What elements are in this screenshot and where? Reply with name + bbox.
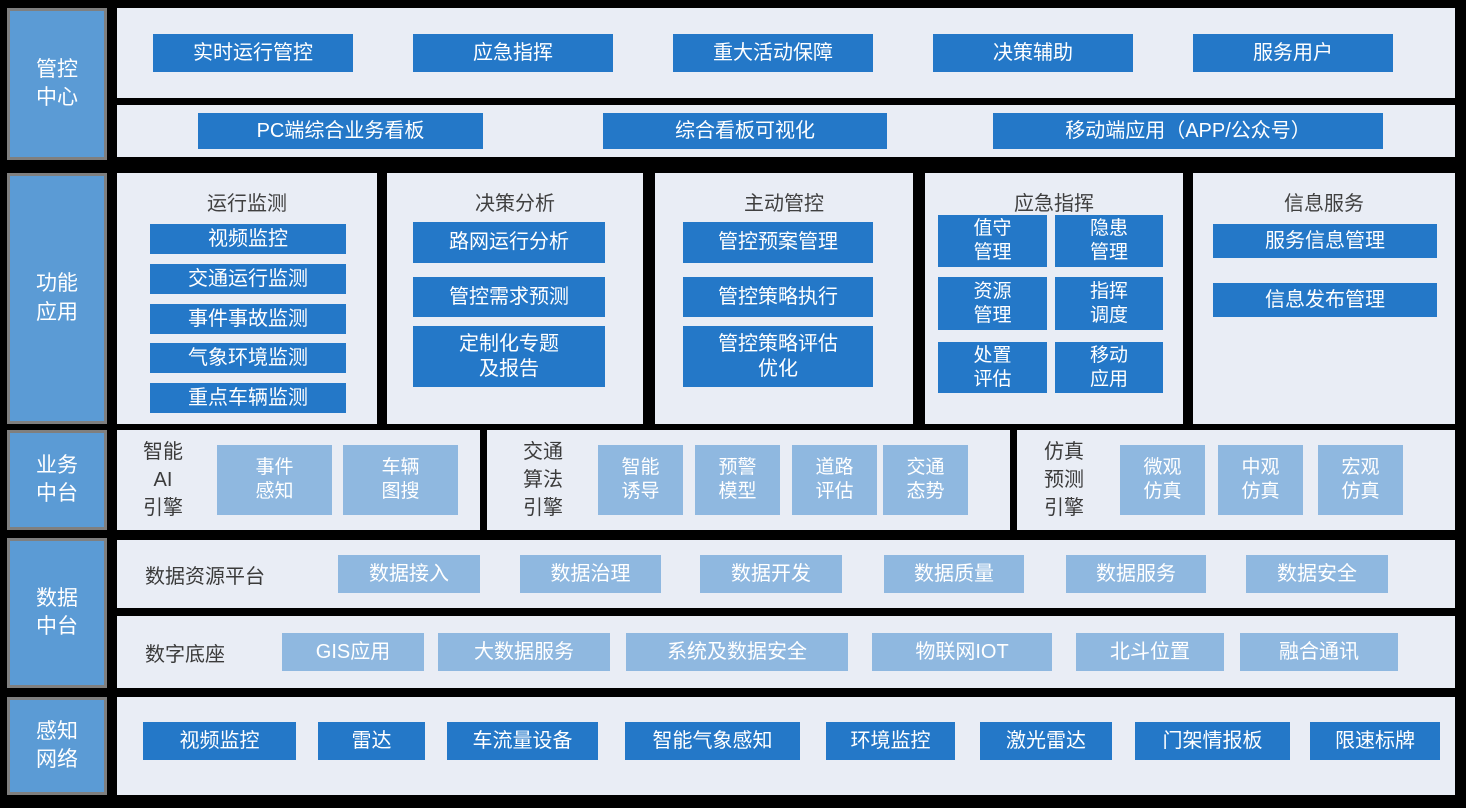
block-pc-dashboard: PC端综合业务看板: [198, 113, 483, 149]
block-dashboard-visualization: 综合看板可视化: [603, 113, 887, 149]
block-gis-app: GIS应用: [282, 633, 424, 671]
block-road-evaluation: 道路 评估: [792, 445, 877, 515]
block-realtime-operation-control: 实时运行管控: [153, 34, 353, 72]
column-title-emergency-command: 应急指挥: [1014, 193, 1094, 215]
block-event-perception: 事件 感知: [217, 445, 332, 515]
column-title-info-service: 信息服务: [1284, 193, 1364, 215]
block-video-surveillance-device: 视频监控: [143, 722, 296, 760]
side-label-function-app: 功能 应用: [7, 173, 107, 424]
block-hazard-mgmt: 隐患 管理: [1055, 215, 1163, 267]
block-road-network-analysis: 路网运行分析: [413, 222, 605, 263]
block-mobile-application: 移动 应用: [1055, 342, 1163, 393]
block-lidar: 激光雷达: [980, 722, 1112, 760]
block-converged-comm: 融合通讯: [1240, 633, 1398, 671]
block-command-dispatch: 指挥 调度: [1055, 277, 1163, 330]
side-label-control-center: 管控 中心: [7, 8, 107, 160]
block-iot: 物联网IOT: [872, 633, 1052, 671]
block-custom-reports: 定制化专题 及报告: [413, 326, 605, 387]
panel-simulation-engine: 仿真 预测 引擎 微观 仿真 中观 仿真 宏观 仿真: [1017, 430, 1455, 530]
block-meso-simulation: 中观 仿真: [1218, 445, 1303, 515]
block-bigdata-service: 大数据服务: [438, 633, 610, 671]
block-incident-monitoring: 事件事故监测: [150, 304, 346, 334]
block-data-quality: 数据质量: [884, 555, 1024, 593]
column-title-active-control: 主动管控: [744, 193, 824, 215]
label-ai-engine: 智能 AI 引擎: [143, 441, 183, 519]
panel-emergency-command: 应急指挥 值守 管理 隐患 管理 资源 管理 指挥 调度 处置 评估 移动 应用: [925, 173, 1183, 424]
block-resource-mgmt: 资源 管理: [938, 277, 1047, 330]
block-data-development: 数据开发: [700, 555, 842, 593]
block-video-surveillance: 视频监控: [150, 224, 346, 254]
block-key-vehicle-monitoring: 重点车辆监测: [150, 383, 346, 413]
panel-perception-network: 视频监控 雷达 车流量设备 智能气象感知 环境监控 激光雷达 门架情报板 限速标…: [117, 697, 1455, 795]
label-digital-base: 数字底座: [145, 643, 225, 666]
panel-info-service: 信息服务 服务信息管理 信息发布管理: [1193, 173, 1455, 424]
panel-control-center-top: 实时运行管控 应急指挥 重大活动保障 决策辅助 服务用户: [117, 8, 1455, 98]
label-traffic-algorithm-engine: 交通 算法 引擎: [523, 441, 563, 519]
block-traffic-operation-monitoring: 交通运行监测: [150, 264, 346, 294]
block-vehicle-image-search: 车辆 图搜: [343, 445, 458, 515]
block-speed-limit-sign: 限速标牌: [1310, 722, 1440, 760]
block-decision-assist: 决策辅助: [933, 34, 1133, 72]
block-info-publish-mgmt: 信息发布管理: [1213, 283, 1437, 317]
panel-control-center-boards: PC端综合业务看板 综合看板可视化 移动端应用（APP/公众号）: [117, 105, 1455, 157]
block-emergency-command-app: 应急指挥: [413, 34, 613, 72]
block-weather-env-monitoring: 气象环境监测: [150, 343, 346, 373]
block-macro-simulation: 宏观 仿真: [1318, 445, 1403, 515]
side-label-business-platform: 业务 中台: [7, 430, 107, 530]
block-control-demand-forecast: 管控需求预测: [413, 277, 605, 317]
block-data-governance: 数据治理: [520, 555, 661, 593]
side-label-perception-network: 感知 网络: [7, 697, 107, 795]
block-system-data-security: 系统及数据安全: [626, 633, 848, 671]
block-gantry-info-board: 门架情报板: [1135, 722, 1290, 760]
block-data-access: 数据接入: [338, 555, 480, 593]
panel-active-control: 主动管控 管控预案管理 管控策略执行 管控策略评估 优化: [655, 173, 913, 424]
block-duty-mgmt: 值守 管理: [938, 215, 1047, 267]
panel-traffic-algorithm-engine: 交通 算法 引擎 智能 诱导 预警 模型 道路 评估 交通 态势: [487, 430, 1010, 530]
panel-digital-base: 数字底座 GIS应用 大数据服务 系统及数据安全 物联网IOT 北斗位置 融合通…: [117, 616, 1455, 688]
block-control-plan-mgmt: 管控预案管理: [683, 222, 873, 263]
block-service-users: 服务用户: [1193, 34, 1393, 72]
column-title-decision-analysis: 决策分析: [475, 193, 555, 215]
label-simulation-engine: 仿真 预测 引擎: [1044, 441, 1084, 519]
block-data-security: 数据安全: [1246, 555, 1388, 593]
block-warning-model: 预警 模型: [695, 445, 780, 515]
panel-ai-engine: 智能 AI 引擎 事件 感知 车辆 图搜: [117, 430, 480, 530]
block-control-strategy-execution: 管控策略执行: [683, 277, 873, 317]
block-radar: 雷达: [318, 722, 425, 760]
block-major-event-support: 重大活动保障: [673, 34, 873, 72]
block-disposal-evaluation: 处置 评估: [938, 342, 1047, 393]
panel-decision-analysis: 决策分析 路网运行分析 管控需求预测 定制化专题 及报告: [387, 173, 643, 424]
block-traffic-flow-device: 车流量设备: [447, 722, 598, 760]
block-smart-weather-sensing: 智能气象感知: [625, 722, 800, 760]
block-traffic-situation: 交通 态势: [883, 445, 968, 515]
column-title-operation-monitoring: 运行监测: [207, 193, 287, 215]
label-data-resource-platform: 数据资源平台: [145, 565, 265, 588]
block-micro-simulation: 微观 仿真: [1120, 445, 1205, 515]
block-beidou-position: 北斗位置: [1076, 633, 1224, 671]
panel-operation-monitoring: 运行监测 视频监控 交通运行监测 事件事故监测 气象环境监测 重点车辆监测: [117, 173, 377, 424]
block-mobile-app: 移动端应用（APP/公众号）: [993, 113, 1383, 149]
block-env-monitoring: 环境监控: [826, 722, 955, 760]
panel-data-resource-platform: 数据资源平台 数据接入 数据治理 数据开发 数据质量 数据服务 数据安全: [117, 540, 1455, 608]
block-control-strategy-evaluation: 管控策略评估 优化: [683, 326, 873, 387]
block-data-service: 数据服务: [1066, 555, 1206, 593]
side-label-data-platform: 数据 中台: [7, 538, 107, 688]
block-smart-guidance: 智能 诱导: [598, 445, 683, 515]
block-service-info-mgmt: 服务信息管理: [1213, 224, 1437, 258]
